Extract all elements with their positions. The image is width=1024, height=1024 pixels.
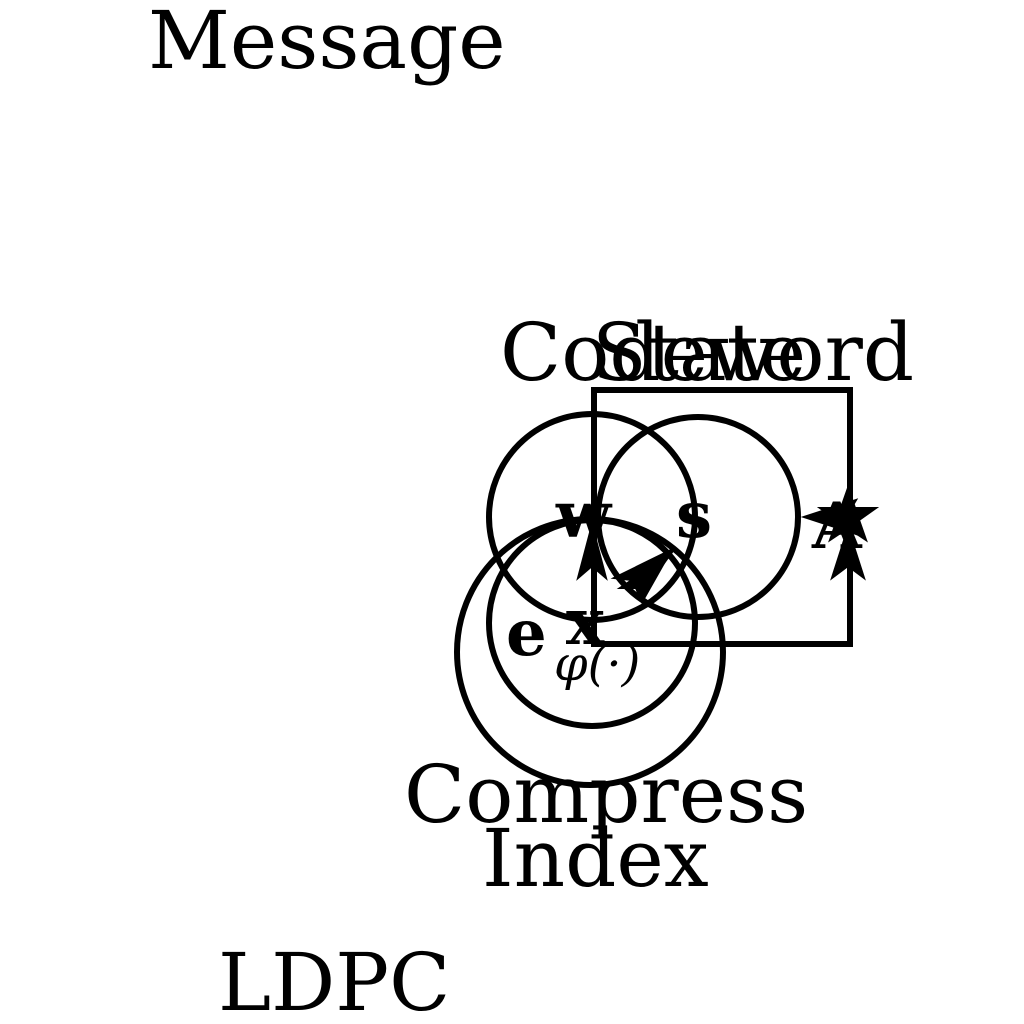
compress-label: Compress — [404, 748, 808, 841]
arrow-up-to-a — [830, 524, 866, 581]
arrow-up-to-w — [576, 521, 608, 581]
codeword-circle — [486, 411, 698, 623]
star-marker-a — [816, 484, 880, 543]
arrow-diagonal-to-s — [610, 547, 676, 605]
compress-circle — [454, 516, 726, 788]
w-symbol: w — [555, 478, 613, 553]
index-label: Index — [482, 812, 709, 905]
ldpc-label: LDPC — [218, 936, 450, 1024]
state-label: State — [592, 306, 806, 399]
a-symbol: A — [811, 489, 863, 564]
e-symbol: e — [506, 596, 547, 671]
s-symbol: s — [676, 478, 712, 553]
codeword-label: Codeword — [500, 306, 914, 399]
message-label: Message — [148, 0, 506, 87]
phi-subscript: φ(·) — [554, 636, 640, 692]
x-symbol: x — [566, 585, 605, 660]
